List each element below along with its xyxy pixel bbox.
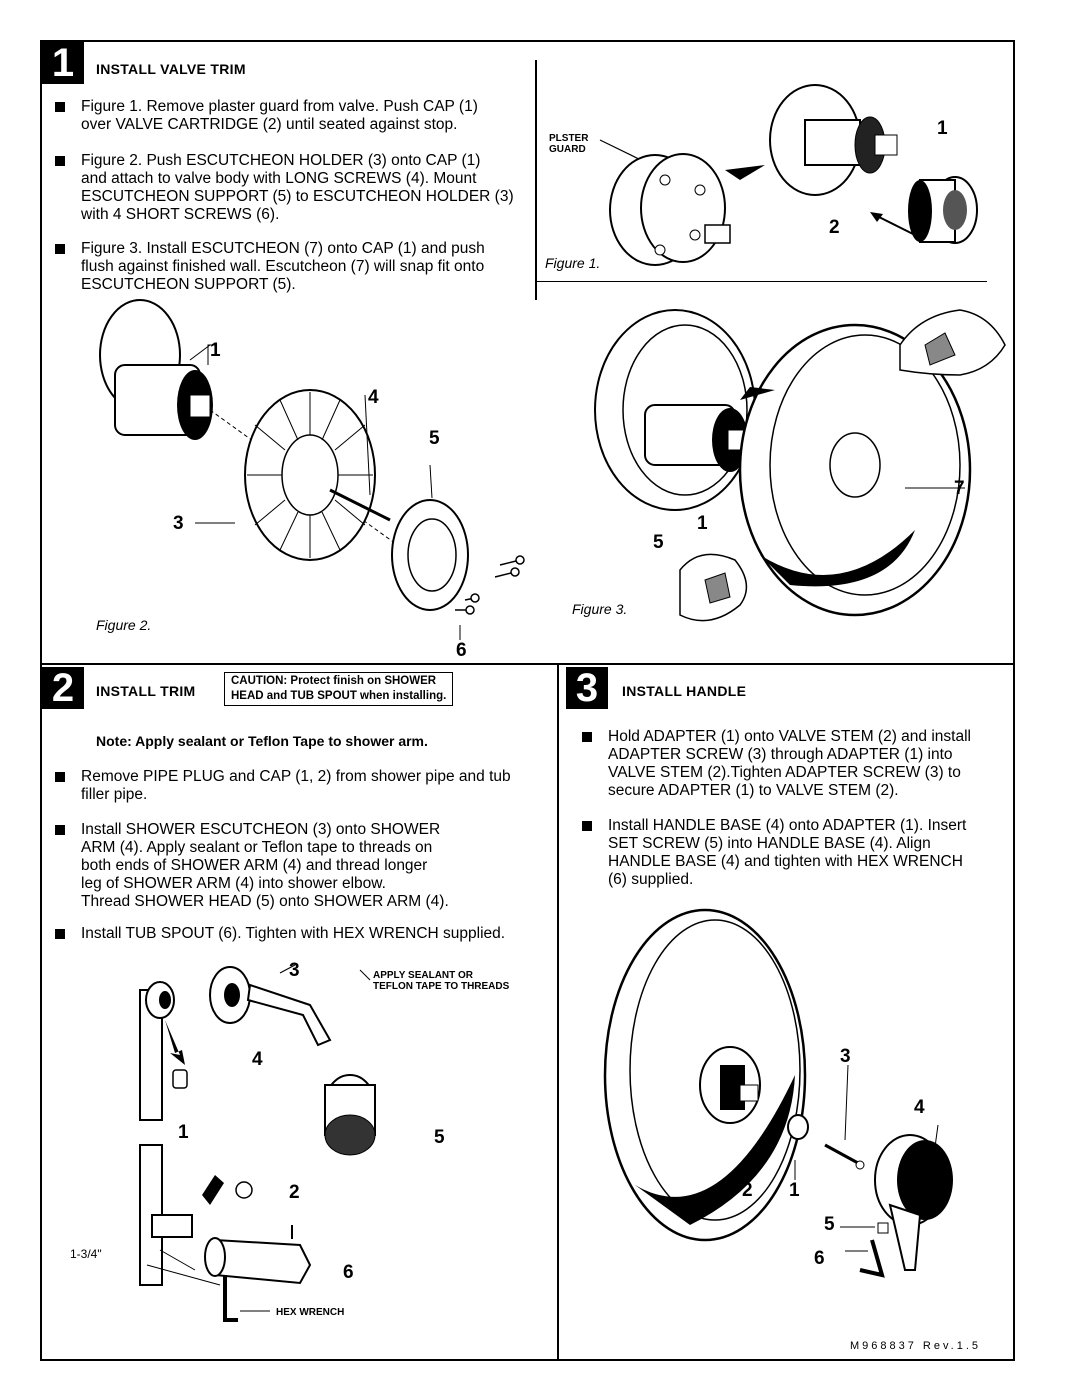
step-3-heading: INSTALL HANDLE bbox=[622, 683, 747, 699]
figure-3-illustration bbox=[594, 309, 1006, 622]
step-1-heading: INSTALL VALVE TRIM bbox=[96, 61, 246, 77]
figure-2-illustration bbox=[99, 299, 525, 640]
handle-callout-3: 3 bbox=[840, 1046, 851, 1067]
plaster-guard-label: PLSTER GUARD bbox=[549, 133, 589, 155]
step-2-paragraph-1: Remove PIPE PLUG and CAP (1, 2) from sho… bbox=[55, 768, 551, 804]
divider-vertical-bottom bbox=[557, 663, 559, 1361]
bullet-icon bbox=[55, 825, 65, 835]
figure-2-callout-1: 1 bbox=[210, 340, 221, 361]
shower-callout-1: 1 bbox=[178, 1122, 189, 1143]
figure-2-callout-3: 3 bbox=[173, 513, 184, 534]
handle-callout-6: 6 bbox=[814, 1248, 825, 1269]
handle-callout-2: 2 bbox=[742, 1180, 753, 1201]
dimension-label: 1-3/4" bbox=[70, 1247, 102, 1261]
step-1-paragraph-1: Figure 1. Remove plaster guard from valv… bbox=[55, 98, 531, 134]
figure-2-callout-5: 5 bbox=[429, 428, 440, 449]
handle-callout-1: 1 bbox=[789, 1180, 800, 1201]
figure-1-illustration bbox=[599, 84, 978, 266]
divider-horizontal bbox=[40, 663, 1015, 665]
step-2-paragraph-2: Install SHOWER ESCUTCHEON (3) onto SHOWE… bbox=[55, 821, 551, 911]
step-1-number: 1 bbox=[42, 42, 84, 84]
sealant-label: APPLY SEALANT OR TEFLON TAPE TO THREADS bbox=[373, 970, 510, 992]
figure-3-callout-7: 7 bbox=[954, 478, 965, 499]
shower-callout-5: 5 bbox=[434, 1127, 445, 1148]
sealant-note: Note: Apply sealant or Teflon Tape to sh… bbox=[96, 733, 428, 749]
page-frame bbox=[40, 40, 1015, 1361]
handle-callout-5: 5 bbox=[824, 1214, 835, 1235]
shower-callout-4: 4 bbox=[252, 1049, 263, 1070]
shower-callout-6: 6 bbox=[343, 1262, 354, 1283]
divider-vertical-top bbox=[535, 60, 537, 300]
figure-2-label: Figure 2. bbox=[96, 617, 152, 633]
step-2-paragraph-3: Install TUB SPOUT (6). Tighten with HEX … bbox=[55, 925, 551, 943]
step-1-paragraph-2: Figure 2. Push ESCUTCHEON HOLDER (3) ont… bbox=[55, 152, 531, 224]
bullet-icon bbox=[55, 102, 65, 112]
figure-2-callout-6: 6 bbox=[456, 640, 467, 661]
figure-2-callout-4: 4 bbox=[368, 387, 379, 408]
step-2-heading: INSTALL TRIM bbox=[96, 683, 196, 699]
divider-figure1 bbox=[535, 281, 987, 282]
handle-illustration bbox=[603, 908, 953, 1278]
handle-callout-4: 4 bbox=[914, 1097, 925, 1118]
bullet-icon bbox=[55, 156, 65, 166]
step-3-paragraph-2: Install HANDLE BASE (4) onto ADAPTER (1)… bbox=[582, 817, 1008, 889]
bullet-icon bbox=[55, 244, 65, 254]
revision-label: M968837 Rev.1.5 bbox=[850, 1340, 982, 1352]
figure-3-callout-5: 5 bbox=[653, 532, 664, 553]
bullet-icon bbox=[55, 772, 65, 782]
step-1-paragraph-3: Figure 3. Install ESCUTCHEON (7) onto CA… bbox=[55, 240, 531, 294]
bullet-icon bbox=[582, 821, 592, 831]
figure-3-callout-1: 1 bbox=[697, 513, 708, 534]
figure-3-label: Figure 3. bbox=[572, 601, 628, 617]
caution-box: CAUTION: Protect finish on SHOWER HEAD a… bbox=[224, 672, 454, 706]
step-3-number: 3 bbox=[566, 667, 608, 709]
shower-trim-illustration bbox=[139, 964, 376, 1322]
figure-1-callout-1: 1 bbox=[937, 118, 948, 139]
figure-1-label: Figure 1. bbox=[545, 255, 601, 271]
bullet-icon bbox=[582, 732, 592, 742]
step-2-number: 2 bbox=[42, 667, 84, 709]
shower-callout-3: 3 bbox=[289, 960, 300, 981]
step-3-paragraph-1: Hold ADAPTER (1) onto VALVE STEM (2) and… bbox=[582, 728, 1008, 800]
bullet-icon bbox=[55, 929, 65, 939]
hex-wrench-label: HEX WRENCH bbox=[276, 1307, 345, 1318]
figure-1-callout-2: 2 bbox=[829, 217, 840, 238]
shower-callout-2: 2 bbox=[289, 1182, 300, 1203]
